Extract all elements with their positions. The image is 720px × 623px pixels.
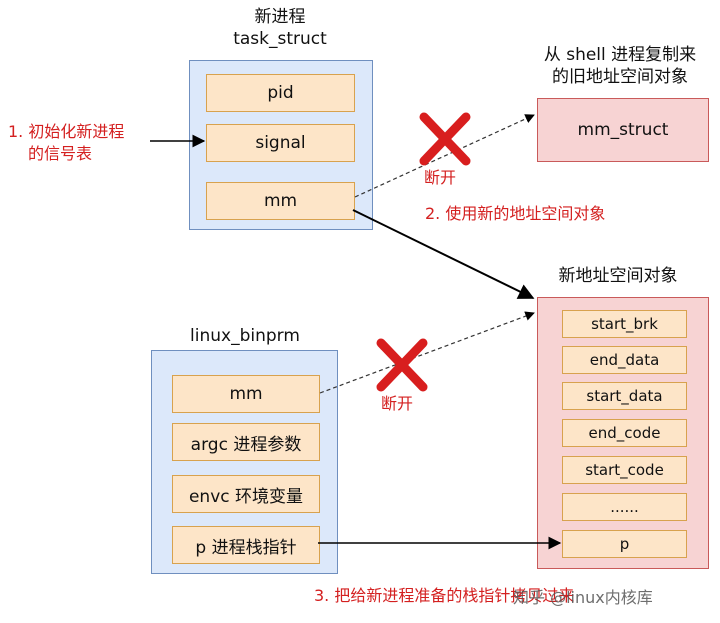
old-space-title-line1: 从 shell 进程复制来 xyxy=(543,45,697,65)
new-field-end-code: end_code xyxy=(562,419,687,447)
cross-icon-top xyxy=(419,112,471,166)
new-space-title: 新地址空间对象 xyxy=(558,266,678,286)
cut-label-bottom: 断开 xyxy=(381,394,414,413)
annotation-step1: 1. 初始化新进程 的信号表 xyxy=(8,121,158,165)
new-field-start-brk: start_brk xyxy=(562,310,687,338)
cross-icon-bottom xyxy=(376,338,428,392)
binprm-field-mm: mm xyxy=(172,375,320,413)
binprm-title: linux_binprm xyxy=(190,326,300,346)
old-mm-struct-box: mm_struct xyxy=(537,98,709,162)
task-struct-title-line1: 新进程 xyxy=(254,7,306,27)
binprm-field-argc: argc 进程参数 xyxy=(172,423,320,461)
annotation-step1-line1: 1. 初始化新进程 xyxy=(8,122,125,141)
dashed-old-link-binprm xyxy=(319,311,535,394)
annotation-step1-line2: 的信号表 xyxy=(28,144,93,163)
new-field-start-code: start_code xyxy=(562,456,687,484)
task-field-mm: mm xyxy=(206,182,355,220)
new-field-end-data: end_data xyxy=(562,346,687,374)
new-field-ellipsis: ...... xyxy=(562,493,687,521)
binprm-field-envc: envc 环境变量 xyxy=(172,475,320,513)
annotation-step2: 2. 使用新的地址空间对象 xyxy=(425,204,606,223)
task-field-signal: signal xyxy=(206,124,355,162)
task-struct-title-line2: task_struct xyxy=(233,29,327,49)
old-space-title-line2: 的旧地址空间对象 xyxy=(552,67,688,87)
old-space-title: 从 shell 进程复制来 的旧地址空间对象 xyxy=(520,44,720,88)
task-struct-title: 新进程 task_struct xyxy=(190,6,370,50)
dashed-old-link-task xyxy=(354,114,535,198)
annotation-step3: 3. 把给新进程准备的栈指针拷贝过来 xyxy=(314,586,575,605)
cut-label-top: 断开 xyxy=(424,168,457,187)
watermark: 知乎 @linux内核库 xyxy=(513,588,653,607)
new-field-start-data: start_data xyxy=(562,382,687,410)
arrow-mm-to-new-space xyxy=(352,209,535,299)
binprm-field-p: p 进程栈指针 xyxy=(172,526,320,564)
task-field-pid: pid xyxy=(206,74,355,112)
new-field-p: p xyxy=(562,530,687,558)
